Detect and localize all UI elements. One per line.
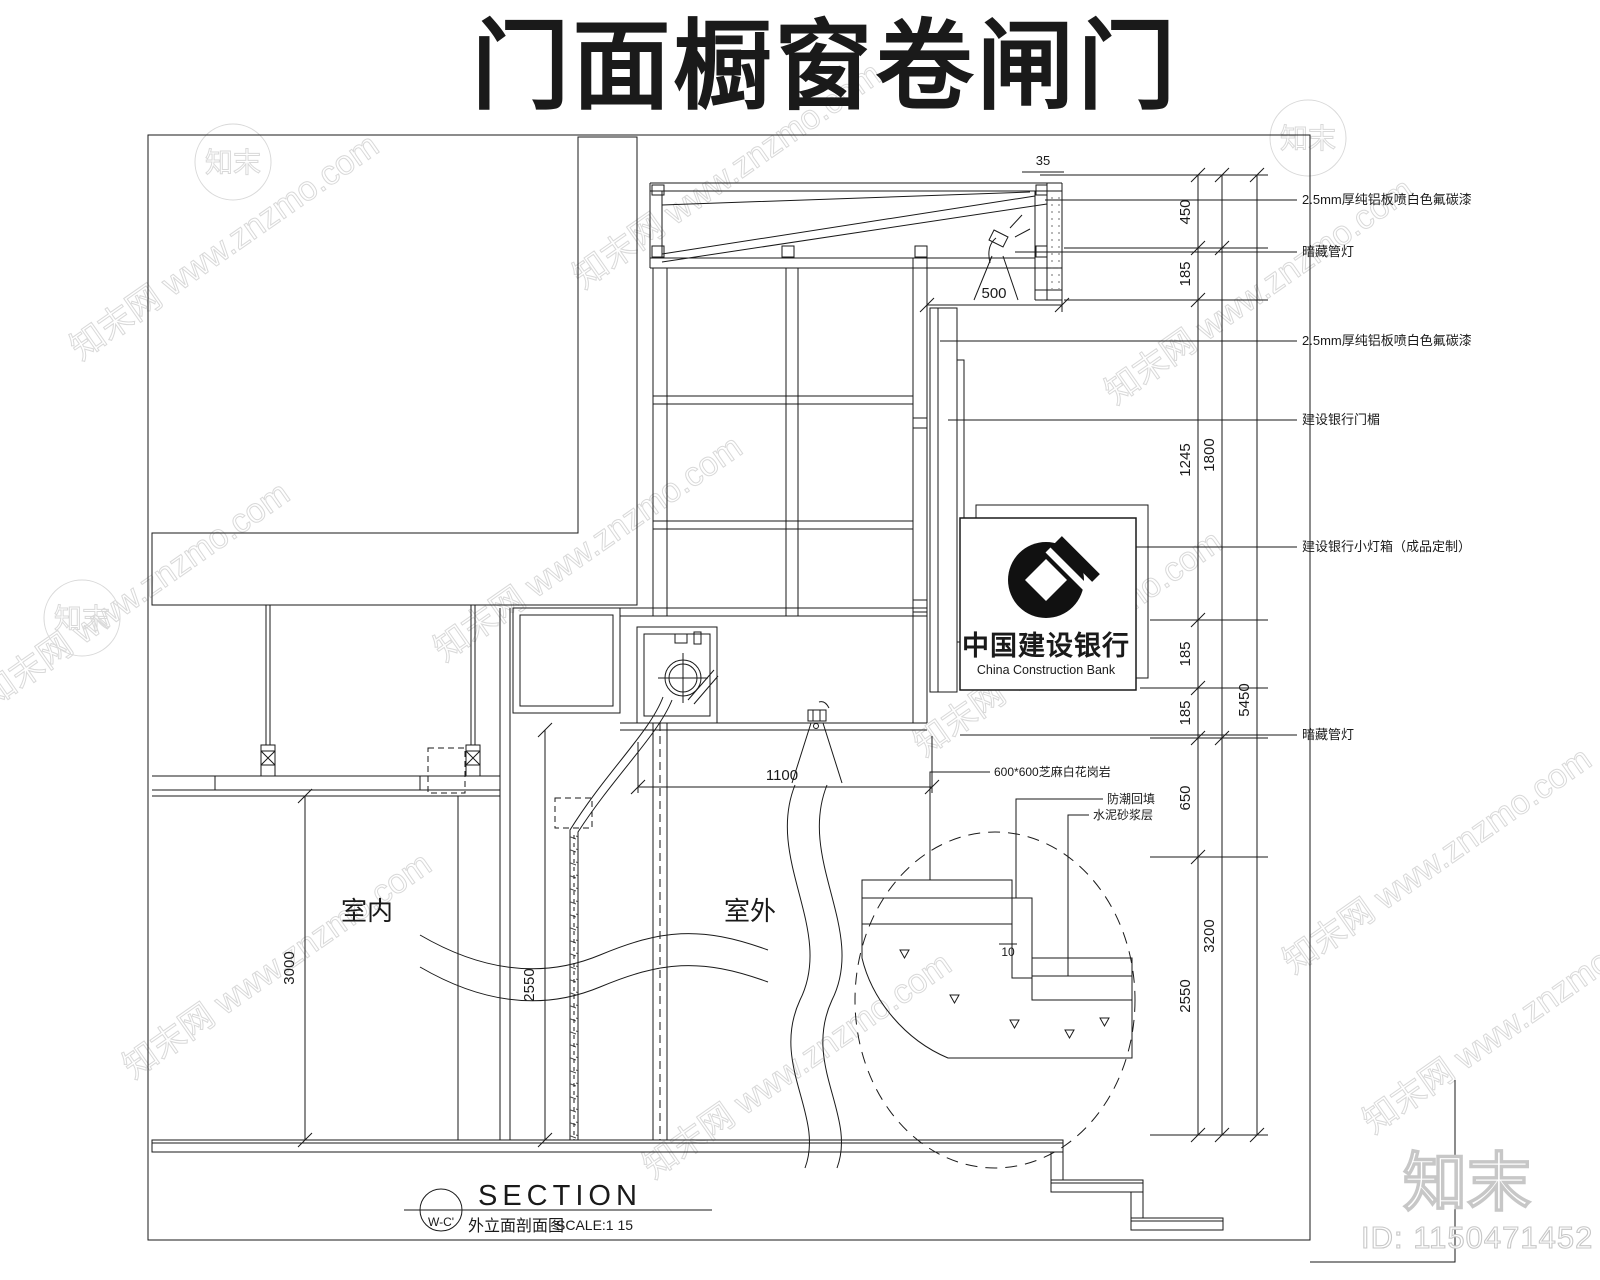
canopy-end-cap <box>1034 183 1063 301</box>
shutter-motor <box>674 633 688 644</box>
exterior-soffit <box>620 722 927 731</box>
section-bubble <box>419 1188 463 1232</box>
step-detail-bubble: 10 600*600芝麻白花岗岩 防潮回填 水泥砂浆层 <box>854 764 1155 1169</box>
watermark-text: 知末网 www.znzmo.com <box>1356 900 1600 1141</box>
dim-value: 5450 <box>1236 683 1253 716</box>
dim-value: 650 <box>1177 785 1194 810</box>
dim-value: 1800 <box>1201 438 1218 471</box>
section-scale: SCALE:1 15 <box>556 1217 633 1233</box>
image-id-text: ID: 1150471452 <box>1361 1220 1593 1255</box>
spotlight-icon <box>973 214 1031 301</box>
granite-tread <box>861 879 1013 899</box>
roller-shutter-box <box>636 626 719 724</box>
fixing-block <box>912 599 928 613</box>
step-tread <box>1050 1179 1144 1193</box>
sheet-title: 门面橱窗卷闸门 <box>471 11 1178 121</box>
concrete-base <box>861 923 1133 1059</box>
mortar-bed <box>1031 975 1133 1001</box>
suspended-ceiling <box>152 605 511 1140</box>
dim-value: 35 <box>1036 153 1050 168</box>
step-tread <box>1130 1217 1224 1231</box>
dim-value: 500 <box>981 285 1006 302</box>
drawing-border <box>147 134 1311 1241</box>
fixing-block <box>912 417 928 429</box>
sign-backing-plate <box>929 307 958 693</box>
dim-value: 3200 <box>1201 919 1218 952</box>
floor-and-steps <box>151 1139 1224 1231</box>
dim-value: 1245 <box>1177 443 1194 476</box>
view-titleblock: W-C' SECTION 外立面剖面图 SCALE:1 15 <box>404 1180 712 1235</box>
callout-granite: 600*600芝麻白花岗岩 <box>994 764 1111 779</box>
glass-below <box>652 723 668 1140</box>
callout-mortar: 水泥砂浆层 <box>1093 807 1153 822</box>
callout-fascia-side: 2.5mm厚纯铝板喷白色氟碳漆 <box>1302 333 1472 348</box>
dim-value: 185 <box>1177 700 1194 725</box>
concrete-lintel-beam <box>512 607 621 829</box>
znzmo-logo-watermark: 知末 <box>43 579 121 657</box>
downlight-icon <box>791 701 843 784</box>
section-name: 外立面剖面图 <box>468 1217 564 1235</box>
callout-fascia-top: 2.5mm厚纯铝板喷白色氟碳漆 <box>1302 192 1472 207</box>
granite-tread <box>1031 957 1133 977</box>
znzmo-logo-watermark: 知末 <box>1269 99 1347 177</box>
dim-value: 1100 <box>766 767 798 784</box>
callout-bank-lightbox: 建设银行小灯箱（成品定制） <box>1302 539 1471 554</box>
dim-value: 3000 <box>281 951 298 984</box>
room-label-indoor: 室内 <box>341 896 393 926</box>
sheet-corner <box>1310 1080 1456 1263</box>
shutter-curtain <box>569 696 673 1140</box>
sign-text-cn: 中国建设银行 <box>962 630 1130 661</box>
detail-circle <box>854 831 1136 1169</box>
callout-concealed-light: 暗藏管灯 <box>1302 727 1354 742</box>
guide-dashed-box <box>554 797 593 829</box>
step-riser <box>1050 1151 1064 1181</box>
ccb-logo-icon <box>1008 536 1100 618</box>
storefront-glazing <box>620 258 928 1140</box>
callout-concealed-light: 暗藏管灯 <box>1302 244 1354 259</box>
callout-dampproof: 防潮回填 <box>1107 791 1155 806</box>
dim-value: 2550 <box>1177 979 1194 1012</box>
section-title: SECTION <box>478 1180 642 1212</box>
dim-value: 185 <box>1177 641 1194 666</box>
watermark-layer: 知末网 www.znzmo.com 知末网 www.znzmo.com 知末网 … <box>0 54 1600 1186</box>
canopy-fascia <box>649 182 1063 301</box>
site-brand: 知末 ID: 1150471452 <box>1360 1146 1593 1255</box>
section-ref: W-C' <box>428 1215 454 1229</box>
watermark-text: 知末网 www.znzmo.com <box>1276 740 1598 981</box>
mortar-bed <box>861 897 1013 925</box>
watermark-logo-text: 知末 <box>54 603 110 634</box>
znzmo-logo-watermark: 知末 <box>194 123 272 201</box>
access-panel-dashed <box>427 747 466 794</box>
ceiling-bracket <box>208 776 429 791</box>
sign-text-en: China Construction Bank <box>977 663 1116 677</box>
granite-riser <box>1011 897 1033 979</box>
dim-value: 450 <box>1177 199 1194 224</box>
nosing-dim: 10 <box>1001 945 1015 959</box>
concrete-column-slab <box>151 136 638 606</box>
box-bracket <box>687 669 719 705</box>
concrete-symbols <box>899 949 1110 1040</box>
fascia-slope-lines <box>661 191 1048 263</box>
watermark-text: 知末网 www.znzmo.com <box>116 845 438 1086</box>
watermark-text: 知末网 www.znzmo.com <box>636 945 958 1186</box>
room-label-outdoor: 室外 <box>724 896 776 926</box>
callout-leaders: 2.5mm厚纯铝板喷白色氟碳漆 暗藏管灯 2.5mm厚纯铝板喷白色氟碳漆 建设银… <box>940 192 1472 742</box>
callout-bank-lintel: 建设银行门楣 <box>1302 412 1380 427</box>
watermark-logo-text: 知末 <box>1280 123 1336 154</box>
outer-wall <box>912 258 928 723</box>
step-riser <box>1130 1191 1144 1219</box>
dim-value: 2550 <box>521 968 538 1001</box>
break-lines <box>419 784 843 1169</box>
watermark-logo-text: 知末 <box>205 147 261 178</box>
bulkhead-face <box>499 608 511 1140</box>
brand-logo-text: 知末 <box>1403 1147 1531 1219</box>
dim-value: 185 <box>1177 261 1194 286</box>
dimensions: 450 185 1245 185 185 650 2550 1800 3200 … <box>281 153 1268 1148</box>
bank-sign-assembly: 中国建设银行 China Construction Bank <box>929 307 1149 693</box>
drawing-frame <box>147 134 1456 1263</box>
